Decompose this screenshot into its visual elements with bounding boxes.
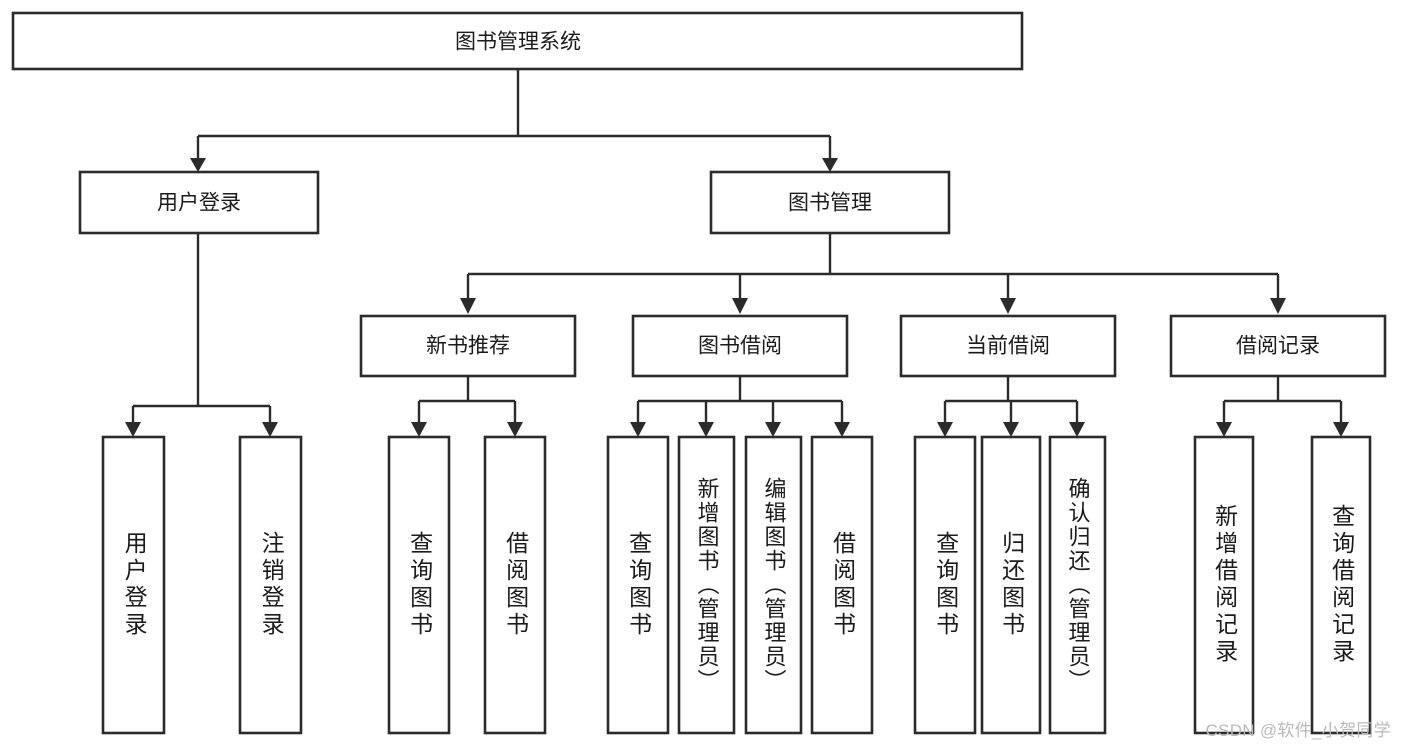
node-leaf-edit-book-box[interactable]: [744, 435, 803, 735]
node-leaf-user-login-label-wrap: 用户登录: [121, 531, 148, 639]
node-leaf-logout-label-wrap: 注销登录: [258, 531, 285, 639]
node-leaf-borrow-book-2-label-wrap: 借阅图书: [829, 531, 856, 639]
node-leaf-query-book-2-label-wrap: 查询图书: [625, 531, 652, 639]
node-leaf-query-book-1-label: 查询图书: [406, 531, 433, 639]
node-leaf-query-record[interactable]: 查询借阅记录: [1310, 435, 1372, 735]
csdn-watermark: CSDN @软件_小贺同学: [1205, 721, 1391, 740]
arrow-head-leaf-confirm-return: [1069, 422, 1085, 437]
arrow-head-book-manage: [822, 158, 838, 172]
arrow-head-leaf-logout: [262, 422, 278, 437]
node-leaf-return-book-box[interactable]: [980, 435, 1042, 735]
node-leaf-add-book-label-wrap: 新增图书（管理员）: [694, 477, 720, 693]
node-leaf-query-record-box[interactable]: [1310, 435, 1372, 735]
node-user-login-label: 用户登录: [157, 192, 241, 215]
node-new-book-recommend-box[interactable]: [359, 314, 577, 378]
node-leaf-edit-book-label: 编辑图书（管理员）: [761, 477, 787, 693]
node-borrow-record[interactable]: 借阅记录: [1169, 314, 1387, 378]
node-user-login-box[interactable]: [78, 170, 320, 235]
node-current-borrow-label: 当前借阅: [966, 335, 1050, 358]
arrow-head-new-book-recommend: [460, 298, 476, 314]
node-leaf-query-record-label-wrap: 查询借阅记录: [1328, 504, 1355, 666]
node-leaf-user-login-label: 用户登录: [121, 531, 148, 639]
node-leaf-borrow-book-2-label: 借阅图书: [829, 531, 856, 639]
node-new-book-recommend[interactable]: 新书推荐: [359, 314, 577, 378]
arrow-head-leaf-query-record: [1333, 422, 1349, 437]
node-leaf-edit-book-label-wrap: 编辑图书（管理员）: [761, 477, 787, 693]
node-root-box[interactable]: [11, 11, 1024, 71]
node-book-manage-label: 图书管理: [788, 192, 872, 215]
node-leaf-query-book-3-label-wrap: 查询图书: [932, 531, 959, 639]
node-leaf-borrow-book-2[interactable]: 借阅图书: [810, 435, 874, 735]
node-leaf-confirm-return-box[interactable]: [1048, 435, 1107, 735]
node-leaf-logout-box[interactable]: [238, 435, 303, 735]
node-leaf-add-record-label-wrap: 新增借阅记录: [1211, 504, 1238, 666]
node-leaf-query-record-label: 查询借阅记录: [1328, 504, 1355, 666]
node-leaf-borrow-book-1-label: 借阅图书: [502, 531, 529, 639]
node-leaf-logout-label: 注销登录: [258, 531, 285, 639]
arrow-head-leaf-query-book-1: [411, 422, 427, 437]
node-leaf-user-login-box[interactable]: [101, 435, 166, 735]
node-borrow-record-box[interactable]: [1169, 314, 1387, 378]
arrow-head-leaf-borrow-book-1: [507, 422, 523, 437]
node-leaf-confirm-return-label-wrap: 确认归还（管理员）: [1065, 477, 1091, 693]
arrow-head-current-borrow: [1000, 298, 1016, 314]
node-leaf-borrow-book-1[interactable]: 借阅图书: [483, 435, 547, 735]
node-leaf-query-book-3[interactable]: 查询图书: [913, 435, 977, 735]
node-leaf-confirm-return[interactable]: 确认归还（管理员）: [1048, 435, 1107, 735]
node-book-manage[interactable]: 图书管理: [709, 170, 951, 235]
node-leaf-confirm-return-label: 确认归还（管理员）: [1065, 477, 1091, 693]
node-leaf-borrow-book-1-box[interactable]: [483, 435, 547, 735]
node-leaf-query-book-1-label-wrap: 查询图书: [406, 531, 433, 639]
node-leaf-return-book-label: 归还图书: [998, 531, 1025, 639]
arrow-head-leaf-add-book: [698, 422, 714, 437]
node-new-book-recommend-label: 新书推荐: [426, 335, 510, 358]
node-book-borrow-label: 图书借阅: [698, 335, 782, 358]
node-leaf-query-book-2-box[interactable]: [606, 435, 670, 735]
node-leaf-add-book-box[interactable]: [677, 435, 736, 735]
node-leaf-add-book-label: 新增图书（管理员）: [694, 477, 720, 693]
node-leaf-add-record-box[interactable]: [1193, 435, 1255, 735]
node-leaf-query-book-2[interactable]: 查询图书: [606, 435, 670, 735]
node-leaf-query-book-3-box[interactable]: [913, 435, 977, 735]
node-leaf-borrow-book-1-label-wrap: 借阅图书: [502, 531, 529, 639]
node-leaf-query-book-2-label: 查询图书: [625, 531, 652, 639]
arrow-head-user-login: [190, 158, 206, 172]
connector-layer: [125, 69, 1349, 437]
node-leaf-query-book-1[interactable]: 查询图书: [387, 435, 451, 735]
node-leaf-return-book[interactable]: 归还图书: [980, 435, 1042, 735]
node-book-manage-box[interactable]: [709, 170, 951, 235]
arrow-head-leaf-user-login: [125, 422, 141, 437]
node-book-borrow[interactable]: 图书借阅: [631, 314, 849, 378]
arrow-head-leaf-edit-book: [765, 422, 781, 437]
arrow-head-borrow-record: [1270, 298, 1286, 314]
arrow-head-leaf-query-book-2: [630, 422, 646, 437]
node-borrow-record-label: 借阅记录: [1236, 335, 1320, 358]
node-leaf-logout[interactable]: 注销登录: [238, 435, 303, 735]
node-root-label: 图书管理系统: [455, 31, 581, 54]
arrow-head-leaf-query-book-3: [937, 422, 953, 437]
node-current-borrow-box[interactable]: [899, 314, 1117, 378]
arrow-head-leaf-borrow-book-2: [834, 422, 850, 437]
node-leaf-user-login[interactable]: 用户登录: [101, 435, 166, 735]
arrow-head-book-borrow: [732, 298, 748, 314]
node-current-borrow[interactable]: 当前借阅: [899, 314, 1117, 378]
node-leaf-edit-book[interactable]: 编辑图书（管理员）: [744, 435, 803, 735]
node-leaf-query-book-1-box[interactable]: [387, 435, 451, 735]
arrow-head-leaf-return-book: [1003, 422, 1019, 437]
node-root[interactable]: 图书管理系统: [11, 11, 1024, 71]
node-leaf-borrow-book-2-box[interactable]: [810, 435, 874, 735]
node-leaf-return-book-label-wrap: 归还图书: [998, 531, 1025, 639]
node-leaf-query-book-3-label: 查询图书: [932, 531, 959, 639]
node-book-borrow-box[interactable]: [631, 314, 849, 378]
node-leaf-add-record-label: 新增借阅记录: [1211, 504, 1238, 666]
node-leaf-add-book[interactable]: 新增图书（管理员）: [677, 435, 736, 735]
arrow-head-leaf-add-record: [1216, 422, 1232, 437]
node-user-login[interactable]: 用户登录: [78, 170, 320, 235]
node-leaf-add-record[interactable]: 新增借阅记录: [1193, 435, 1255, 735]
